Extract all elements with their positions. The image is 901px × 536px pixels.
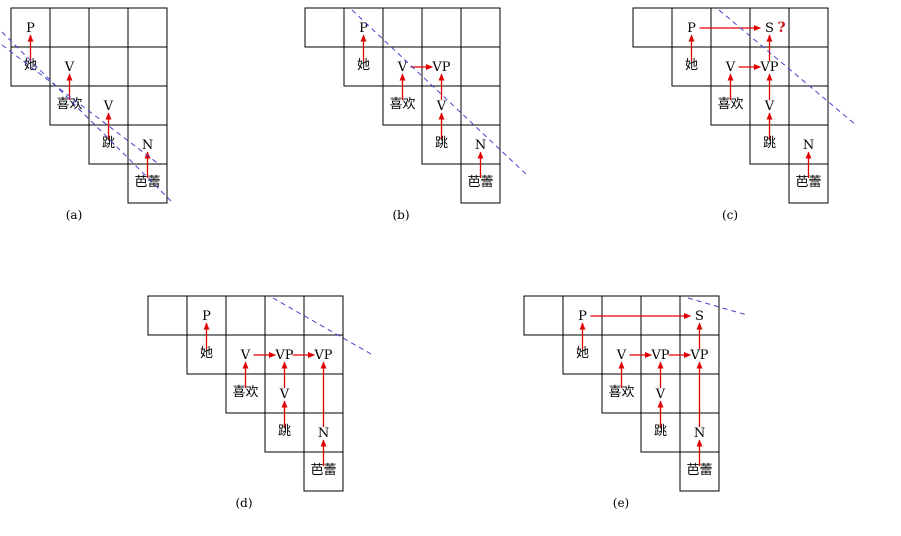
question-mark: ? [777, 20, 785, 36]
diagonal-line [272, 297, 372, 355]
category-label: P [687, 21, 696, 36]
category-label: N [475, 138, 486, 153]
category-label: V [764, 99, 775, 114]
category-label: P [202, 309, 211, 324]
word-label: 芭蕾 [467, 175, 493, 190]
panel-d: P 她 V VP VP 喜欢 V 跳 N 芭蕾 (d) [147, 295, 372, 510]
word-label: 跳 [278, 424, 291, 439]
word-label: 喜欢 [717, 97, 743, 112]
category-label: VP [274, 348, 293, 363]
chart-cell [632, 7, 673, 48]
word-label: 喜欢 [389, 97, 415, 112]
word-label: 跳 [763, 136, 776, 151]
word-label: 喜欢 [232, 385, 258, 400]
category-label: V [616, 348, 627, 363]
chart-cell [88, 46, 129, 87]
chart-cell [303, 295, 344, 336]
chart-cell [421, 7, 462, 48]
category-label: V [64, 60, 75, 75]
panel-e: P S 她 V VP VP 喜欢 V 跳 N 芭蕾 (e) [523, 295, 748, 510]
chart-cell [523, 295, 564, 336]
category-label: N [318, 426, 329, 441]
chart-cell [788, 7, 829, 48]
category-label: V [279, 387, 290, 402]
chart-cell [147, 295, 188, 336]
chart-cell [264, 295, 305, 336]
chart-cell [127, 7, 168, 48]
category-label: P [578, 309, 587, 324]
panel-caption: (e) [613, 496, 629, 510]
category-label: VP [431, 60, 450, 75]
chart-cell [49, 7, 90, 48]
word-label: 芭蕾 [134, 175, 160, 190]
chart-cell [788, 85, 829, 126]
chart-cell [382, 7, 423, 48]
word-label: 跳 [654, 424, 667, 439]
category-label: P [359, 21, 368, 36]
category-label: N [803, 138, 814, 153]
category-label: V [725, 60, 736, 75]
word-label: 跳 [435, 136, 448, 151]
category-label: P [26, 21, 35, 36]
chart-cell [225, 295, 266, 336]
category-label: VP [313, 348, 332, 363]
diagonal-line [1, 31, 174, 204]
panel-caption: (b) [392, 208, 409, 222]
chart-cell [304, 7, 345, 48]
panel-caption: (c) [722, 208, 738, 222]
category-label: S [765, 21, 774, 36]
chart-cell [460, 46, 501, 87]
word-label: 芭蕾 [310, 463, 336, 478]
chart-cell [127, 85, 168, 126]
word-label: 她 [685, 58, 698, 73]
category-label: VP [759, 60, 778, 75]
word-label: 她 [200, 346, 213, 361]
category-label: V [397, 60, 408, 75]
chart-cell [460, 85, 501, 126]
chart-cell [127, 46, 168, 87]
category-label: S [695, 309, 704, 324]
category-label: V [240, 348, 251, 363]
diagonal-line [687, 297, 748, 316]
category-label: N [142, 138, 153, 153]
diagonal-line [351, 9, 529, 177]
chart-cell [460, 7, 501, 48]
word-label: 她 [576, 346, 589, 361]
panel-caption: (a) [66, 208, 83, 222]
word-label: 芭蕾 [795, 175, 821, 190]
category-label: VP [650, 348, 669, 363]
diagonal-line [718, 9, 857, 126]
panel-c: P S 她 V VP 喜欢 V 跳 N 芭蕾? (c) [632, 7, 857, 222]
category-label: V [103, 99, 114, 114]
word-label: 她 [357, 58, 370, 73]
category-label: N [694, 426, 705, 441]
category-label: V [655, 387, 666, 402]
word-label: 喜欢 [608, 385, 634, 400]
chart-cell [788, 46, 829, 87]
category-label: VP [689, 348, 708, 363]
category-label: V [436, 99, 447, 114]
panel-b: P 她 V VP 喜欢 V 跳 N 芭蕾 (b) [304, 7, 529, 222]
diagonal-line [1, 44, 161, 166]
panel-caption: (d) [235, 496, 252, 510]
word-label: 跳 [102, 136, 115, 151]
word-label: 芭蕾 [686, 463, 712, 478]
chart-cell [88, 7, 129, 48]
